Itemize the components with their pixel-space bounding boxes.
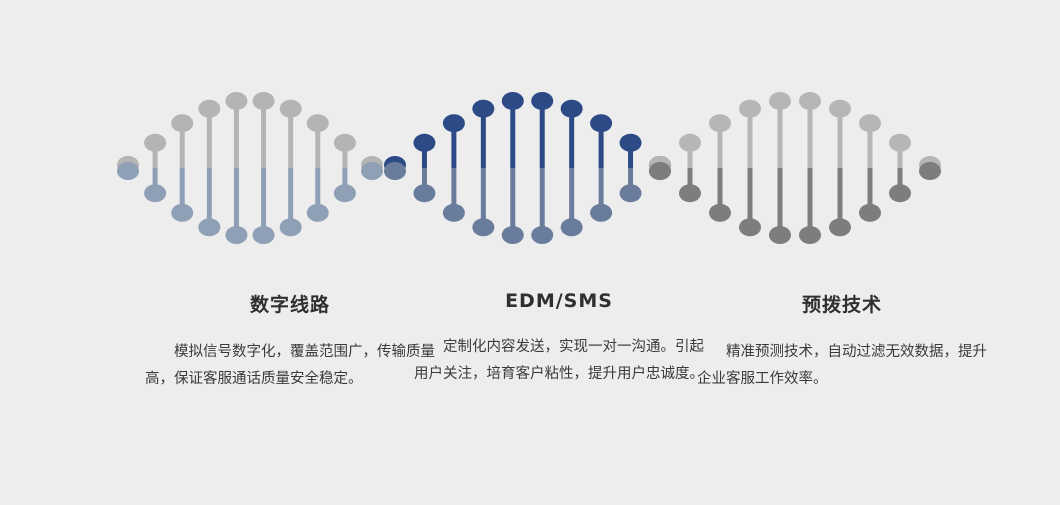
helix-base-pair	[333, 133, 356, 203]
section-description: 模拟信号数字化，覆盖范围广，传输质量高，保证客服通话质量安全稳定。	[145, 344, 435, 387]
helix-base-pair	[472, 99, 495, 237]
helix-base-pair	[306, 114, 329, 222]
helix-base-pair	[171, 114, 194, 222]
section-description: 定制化内容发送，实现一对一沟通。引起用户关注，培育客户粘性，提升用户忠诚度。	[414, 339, 704, 382]
helix-base-pair	[252, 91, 275, 245]
helix-base-pair	[361, 156, 383, 180]
helix-base-pair	[829, 99, 851, 237]
helix-base-pair	[769, 91, 791, 245]
helix-base-pair	[117, 156, 139, 180]
section-title: 数字线路	[249, 294, 330, 316]
section-digital-line: 数字线路 模拟信号数字化，覆盖范围广，传输质量高，保证客服通话质量安全稳定。	[145, 290, 435, 393]
helix-base-pair	[649, 156, 671, 180]
helix-base-pair	[619, 133, 642, 203]
helix-base-pair	[279, 99, 302, 237]
helix-base-pair	[919, 156, 941, 180]
section-predictive-dialing: 预拨技术 精准预测技术，自动过滤无效数据，提升企业客服工作效率。	[697, 290, 987, 393]
helix-base-pair	[442, 114, 465, 222]
section-title: EDM/SMS	[505, 290, 613, 312]
helix-base-pair	[560, 99, 583, 237]
helix-segment-1	[117, 91, 383, 245]
helix-base-pair	[198, 99, 221, 237]
section-title: 预拨技术	[801, 294, 882, 316]
helix-base-pair	[709, 114, 731, 222]
helix-base-pair	[889, 133, 911, 203]
helix-base-pair	[501, 91, 524, 245]
helix-base-pair	[799, 91, 821, 245]
helix-segment-3	[649, 91, 941, 245]
helix-base-pair	[679, 133, 701, 203]
section-description: 精准预测技术，自动过滤无效数据，提升企业客服工作效率。	[697, 344, 987, 387]
helix-segment-2	[384, 91, 671, 245]
helix-base-pair	[144, 133, 167, 203]
helix-base-pair	[413, 133, 436, 203]
helix-base-pair	[384, 156, 406, 180]
section-edm-sms: EDM/SMS 定制化内容发送，实现一对一沟通。引起用户关注，培育客户粘性，提升…	[414, 290, 704, 388]
dna-helix-diagram	[117, 91, 941, 245]
helix-base-pair	[590, 114, 613, 222]
helix-base-pair	[225, 91, 248, 245]
helix-base-pair	[859, 114, 881, 222]
helix-base-pair	[531, 91, 554, 245]
helix-base-pair	[739, 99, 761, 237]
